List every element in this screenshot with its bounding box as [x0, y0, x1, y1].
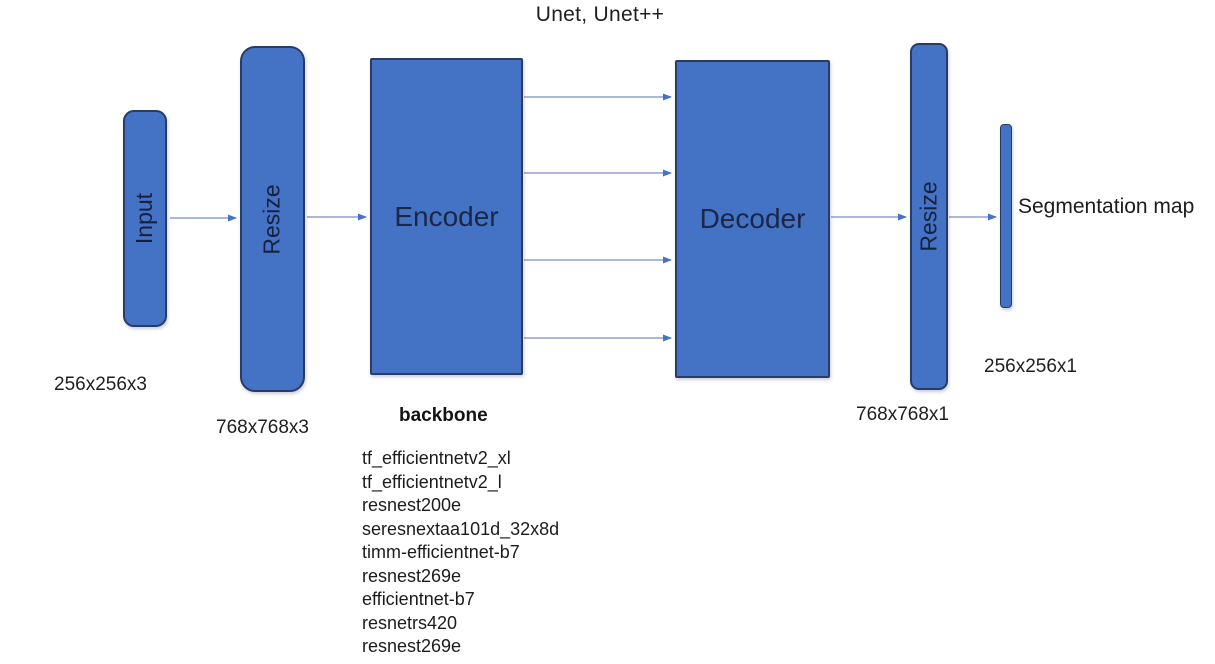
resize-pre-node-label: Resize [259, 183, 285, 255]
backbone-item: resnetrs420 [362, 612, 458, 633]
backbone-item: seresnextaa101d_32x8d [362, 518, 560, 539]
backbone-item: resnest200e [362, 495, 462, 515]
resize-pre-node: Resize [240, 46, 305, 392]
backbone-item: tf_efficientnetv2_l [362, 471, 502, 492]
resize-pre-dimensions-label: 768x768x3 [216, 417, 309, 438]
backbone-item: resnest269e [362, 636, 462, 656]
decoder-node: Decoder [675, 60, 830, 378]
backbone-item: tf_efficientnetv2_xl [362, 448, 511, 468]
backbone-item: efficientnet-b7 [362, 589, 475, 609]
backbone-item: timm-efficientnet-b7 [362, 542, 520, 562]
input-node: Input [123, 110, 167, 327]
input-node-label: Input [131, 192, 158, 245]
encoder-node: Encoder [370, 58, 523, 375]
backbone-item: resnest269e [362, 565, 462, 586]
resize-post-node: Resize [910, 43, 948, 390]
segmentation-map-bar [1000, 124, 1012, 308]
backbone-list: tf_efficientnetv2_xl tf_efficientnetv2_l… [362, 447, 559, 659]
decoder-node-label: Decoder [699, 203, 806, 234]
output-dimensions-label: 256x256x1 [984, 356, 1077, 377]
segmentation-map-label: Segmentation map [1018, 195, 1195, 218]
diagram-title: Unet, Unet++ [535, 3, 665, 26]
resize-post-node-label: Resize [915, 181, 942, 252]
encoder-node-label: Encoder [394, 200, 499, 232]
backbone-heading: backbone [399, 405, 488, 426]
input-dimensions-label: 256x256x3 [54, 374, 147, 395]
resize-post-dimensions-label: 768x768x1 [856, 404, 949, 425]
